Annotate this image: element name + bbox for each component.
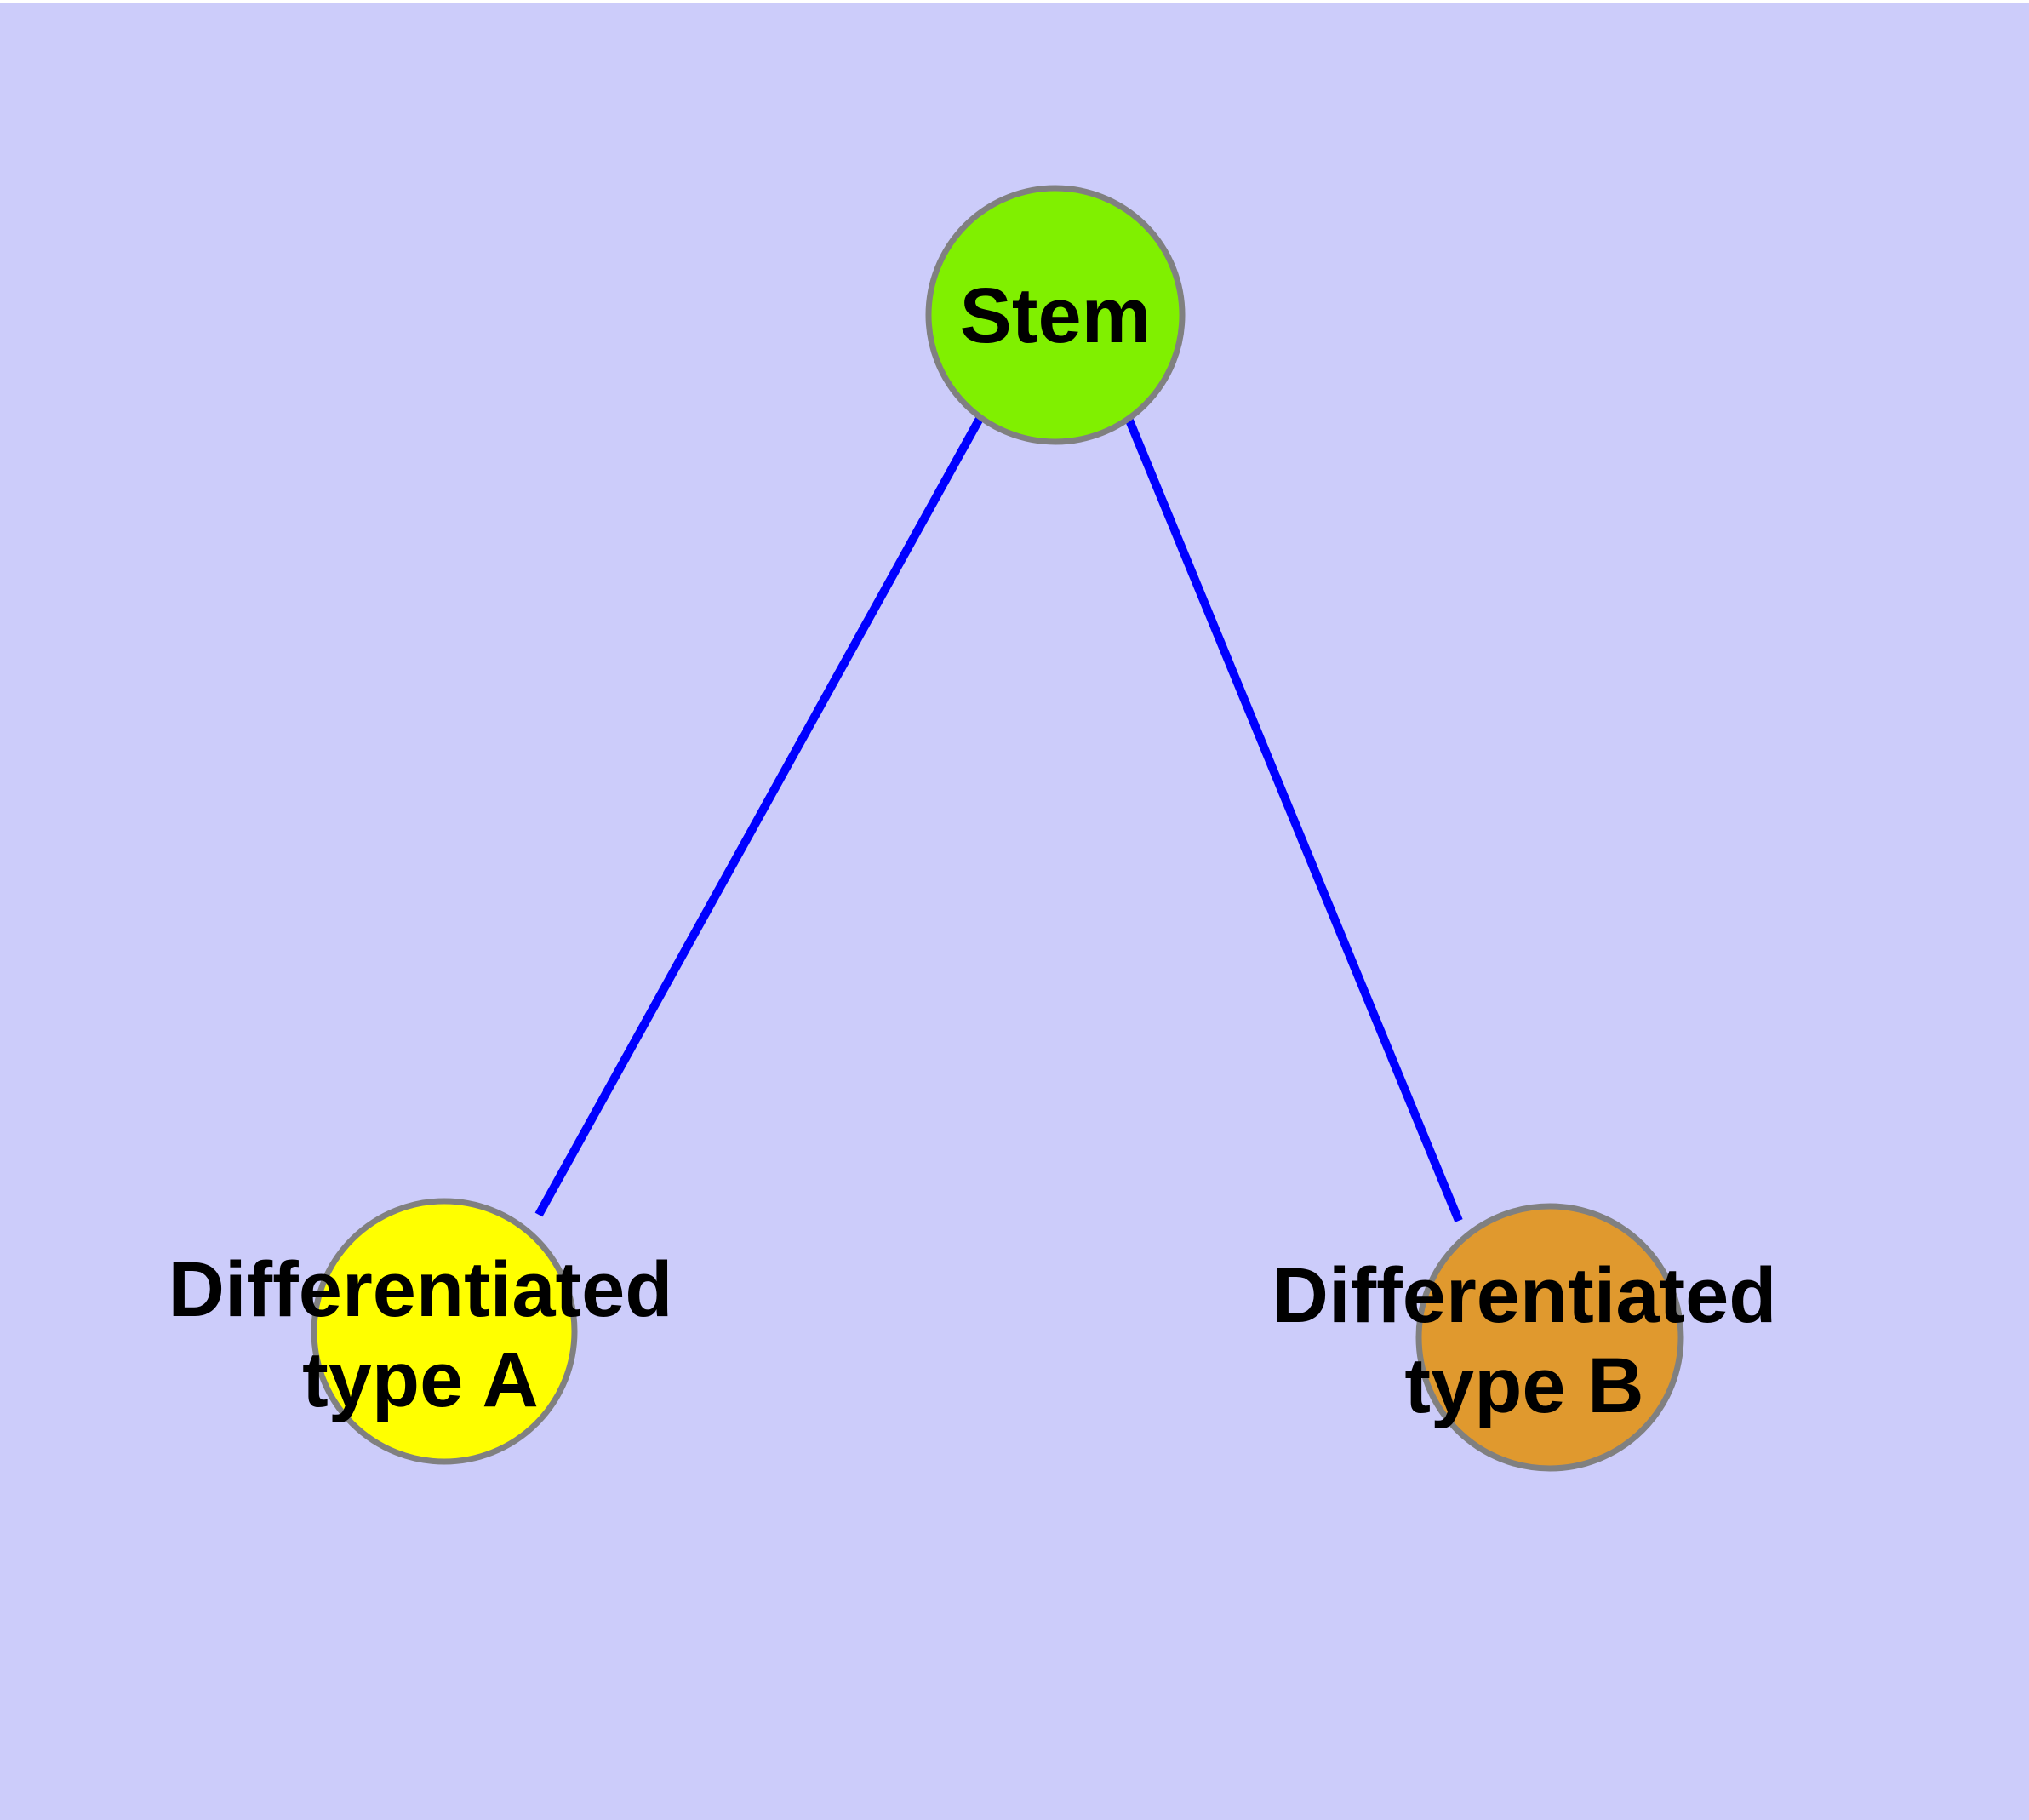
graph-node-diff_a[interactable] — [311, 1198, 578, 1465]
edges-layer — [534, 415, 1463, 1222]
node-label-line: Stem — [960, 272, 1152, 359]
node-label-line: Differentiated — [1272, 1252, 1777, 1339]
graph-node-stem[interactable] — [925, 185, 1186, 445]
graph-edge-stem-to-b[interactable] — [1123, 415, 1463, 1222]
node-label-stem: Stem — [960, 272, 1152, 359]
graph-edge-stem-to-a[interactable] — [534, 415, 985, 1217]
node-label-line: type B — [1404, 1342, 1643, 1429]
nodes-layer — [311, 185, 1684, 1472]
node-label-line: type A — [302, 1336, 539, 1423]
graph-node-diff_b[interactable] — [1415, 1203, 1684, 1472]
node-label-line: Differentiated — [169, 1246, 673, 1333]
